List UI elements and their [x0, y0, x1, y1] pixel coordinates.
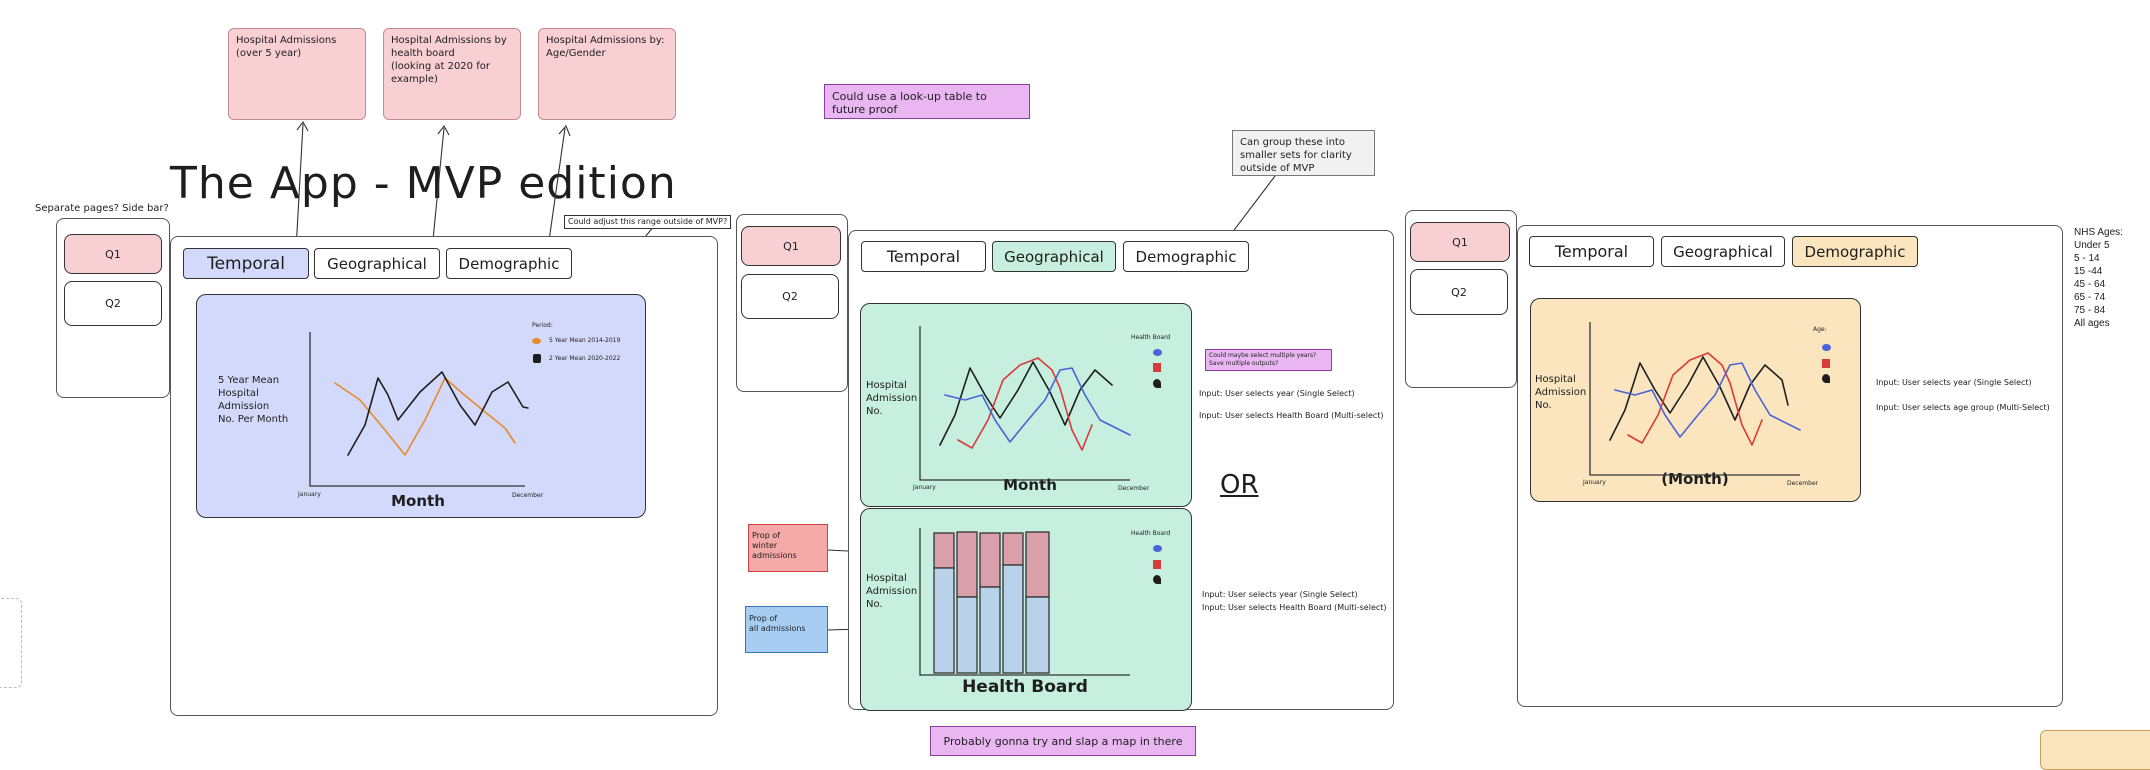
geo-series-black — [939, 361, 1113, 446]
demo-series-red — [1627, 352, 1763, 446]
legend-swatch-black — [533, 354, 541, 363]
sidebar-q2-button[interactable]: Q2 — [64, 281, 162, 326]
tab-geographical[interactable]: Geographical — [314, 248, 440, 279]
nhs-age-item: 5 - 14 — [2074, 253, 2100, 264]
geo-line-y-label: Hospital Admission No. — [866, 380, 918, 417]
temporal-x-label: Month — [391, 492, 445, 510]
tab-demographic[interactable]: Demographic — [446, 248, 572, 279]
temporal-y-label: 5 Year Mean Hospital Admission No. Per M… — [218, 375, 289, 425]
bar-5-all — [1025, 596, 1050, 674]
legend-swatch-black-4 — [1822, 374, 1830, 383]
offscreen-frame-left — [0, 598, 22, 688]
temporal-legend-item-1: 5 Year Mean 2014-2019 — [549, 337, 621, 344]
geo-line-panel — [860, 303, 1192, 507]
geo-line-x-end: December — [1118, 485, 1150, 492]
geo-bar-input-year: Input: User selects year (Single Select) — [1202, 590, 1358, 599]
bar-2-all — [956, 596, 978, 674]
tab-temporal[interactable]: Temporal — [183, 248, 309, 279]
note-admissions-age: Hospital Admissions by: Age/Gender — [538, 28, 676, 120]
geo-bar-input-hb: Input: User selects Health Board (Multi-… — [1202, 603, 1387, 612]
legend-swatch-black-3 — [1153, 575, 1161, 584]
legend-swatch-blue — [1153, 349, 1162, 356]
geo-series-blue — [944, 367, 1131, 443]
note-admissions-5yr: Hospital Admissions (over 5 year) — [228, 28, 366, 120]
nhs-ages-list: NHS Ages: Under 5 5 - 14 15 -44 45 - 64 … — [2074, 226, 2123, 330]
bar-3-all — [979, 586, 1001, 674]
geo-bar-x-label: Health Board — [962, 677, 1088, 697]
demo-series-black — [1609, 356, 1789, 441]
temporal-legend-title: Period: — [532, 322, 553, 329]
demo-series-blue — [1614, 362, 1801, 438]
temporal-legend-item-2: 2 Year Mean 2020-2022 — [549, 355, 621, 362]
geo-line-input-hb: Input: User selects Health Board (Multi-… — [1199, 411, 1384, 420]
temporal-x-end: December — [512, 492, 544, 499]
temporal-x-start: January — [298, 491, 321, 498]
sidebar-q1-button[interactable]: Q1 — [64, 234, 162, 274]
nhs-age-item: Under 5 — [2074, 240, 2110, 251]
page-title: The App - MVP edition — [170, 158, 677, 209]
tab-demographic-3[interactable]: Demographic — [1792, 236, 1918, 267]
sidebar-question: Separate pages? Side bar? — [35, 203, 169, 214]
nhs-ages-title: NHS Ages: — [2074, 227, 2123, 238]
note-group-sets: Can group these into smaller sets for cl… — [1232, 130, 1375, 176]
geo-series-red — [957, 357, 1093, 451]
sidebar-q2-button-2[interactable]: Q2 — [741, 274, 839, 319]
demo-x-end: December — [1787, 480, 1819, 487]
temporal-series-black — [347, 371, 529, 456]
demo-chart-panel — [1530, 298, 1861, 502]
legend-swatch-blue-3 — [1822, 344, 1831, 351]
note-map: Probably gonna try and slap a map in the… — [930, 726, 1196, 756]
tab-temporal-3[interactable]: Temporal — [1529, 236, 1654, 267]
geo-bar-y-label: Hospital Admission No. — [866, 573, 918, 610]
legend-swatch-orange — [532, 338, 541, 344]
bar-4-all — [1002, 564, 1024, 674]
legend-swatch-red-2 — [1153, 560, 1161, 569]
multi-years-note: Could maybe select multiple years? Save … — [1205, 349, 1332, 371]
tab-geographical-2[interactable]: Geographical — [992, 241, 1116, 272]
sidebar-q2-button-3[interactable]: Q2 — [1410, 269, 1508, 315]
nhs-age-item: 75 - 84 — [2074, 305, 2106, 316]
temporal-chart-panel — [196, 294, 646, 518]
tab-temporal-2[interactable]: Temporal — [861, 241, 986, 272]
geo-line-input-year: Input: User selects year (Single Select) — [1199, 389, 1355, 398]
sidebar-q1-button-3[interactable]: Q1 — [1410, 222, 1510, 262]
geo-line-legend-title: Health Board — [1131, 334, 1171, 341]
offscreen-note-bottom-right — [2040, 730, 2150, 770]
legend-swatch-red — [1153, 363, 1161, 372]
demo-y-label: Hospital Admission No. — [1535, 374, 1587, 411]
demo-legend-title: Age: — [1813, 326, 1827, 333]
note-admissions-hb: Hospital Admissions by health board (loo… — [383, 28, 521, 120]
legend-swatch-black-2 — [1153, 379, 1161, 388]
demo-x-start: January — [1583, 479, 1606, 486]
tab-demographic-2[interactable]: Demographic — [1123, 241, 1249, 272]
legend-swatch-red-3 — [1822, 359, 1830, 368]
sidebar-q1-button-2[interactable]: Q1 — [741, 226, 841, 266]
or-label: OR — [1220, 470, 1259, 500]
geo-bar-legend-title: Health Board — [1131, 530, 1171, 537]
geo-line-x-start: January — [913, 484, 936, 491]
nhs-age-item: 15 -44 — [2074, 266, 2103, 277]
demo-input-year: Input: User selects year (Single Select) — [1876, 378, 2032, 387]
prop-winter-note: Prop of winter admissions — [748, 524, 828, 572]
legend-swatch-blue-2 — [1153, 545, 1162, 552]
nhs-age-item: 45 - 64 — [2074, 279, 2106, 290]
prop-all-note: Prop of all admissions — [745, 606, 828, 653]
tab-geographical-3[interactable]: Geographical — [1661, 236, 1785, 267]
demo-input-age: Input: User selects age group (Multi-Sel… — [1876, 403, 2050, 412]
bar-1-all — [933, 567, 955, 674]
nhs-age-item: 65 - 74 — [2074, 292, 2106, 303]
nhs-age-item: All ages — [2074, 318, 2110, 329]
temporal-series-orange — [334, 377, 516, 456]
range-note: Could adjust this range outside of MVP? — [564, 215, 732, 229]
note-lookup-table: Could use a look-up table to future proo… — [824, 84, 1030, 119]
